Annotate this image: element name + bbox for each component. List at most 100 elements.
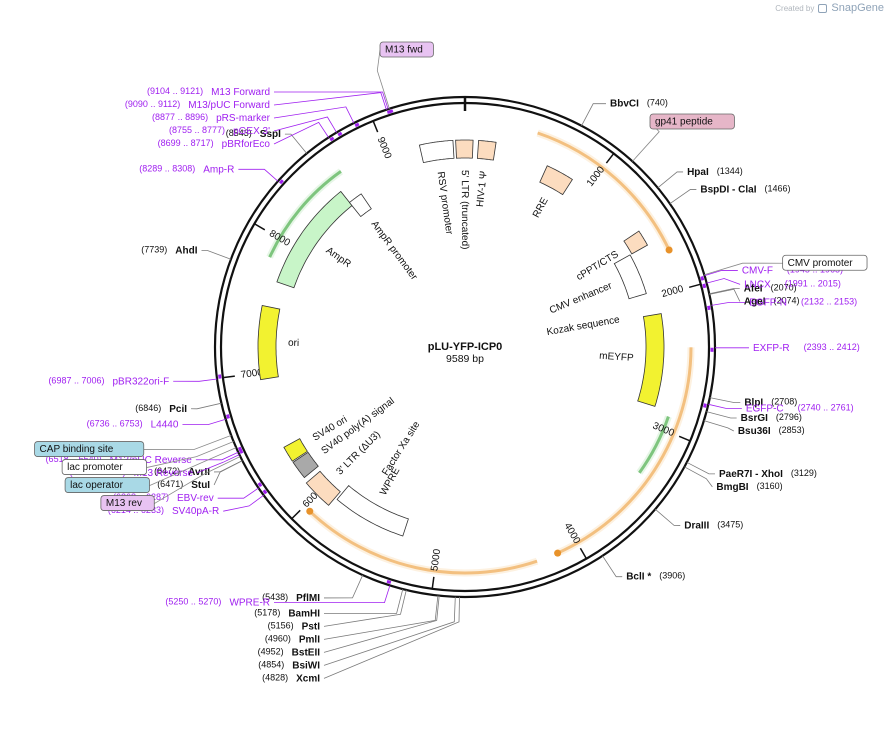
primer-range: (8289 .. 8308) bbox=[139, 164, 195, 174]
enzyme-position: (1466) bbox=[764, 184, 790, 194]
feature-wpre bbox=[336, 485, 409, 537]
box-cmv-promoter bbox=[782, 254, 868, 271]
primer-leader-line bbox=[273, 116, 337, 133]
ruler-tick bbox=[372, 120, 379, 133]
feature-label: mEYFP bbox=[599, 351, 634, 364]
primer-range: (5250 .. 5270) bbox=[165, 597, 221, 607]
box-label: M13 fwd bbox=[385, 45, 423, 56]
ruler-tick bbox=[605, 153, 615, 164]
primer-label-wpre-r: (5250 .. 5270)WPRE-R bbox=[165, 597, 270, 608]
enzyme-position: (2853) bbox=[779, 425, 805, 435]
primer-range: (6736 .. 6753) bbox=[87, 419, 143, 429]
enzyme-name: AfeI bbox=[744, 283, 763, 294]
feature-label: RRE bbox=[531, 196, 551, 220]
primer-name: EGFP-N bbox=[749, 297, 787, 308]
enzyme-leader-line bbox=[323, 595, 440, 653]
primer-range: (1991 .. 2015) bbox=[785, 279, 841, 289]
primer-mark bbox=[278, 179, 284, 185]
primer-name: M13 Reverse bbox=[134, 467, 194, 478]
primer-mark bbox=[354, 122, 360, 128]
primer-name: pBRforEco bbox=[222, 139, 271, 150]
primer-leader-line bbox=[273, 92, 387, 110]
primer-name: pRS-marker bbox=[216, 113, 271, 124]
primer-leader-line bbox=[273, 585, 391, 604]
primer-label-lncx: LNCX(1991 .. 2015) bbox=[744, 279, 841, 290]
enzyme-position: (4828) bbox=[262, 673, 288, 683]
feature-sv40-poly-a-signal bbox=[292, 451, 319, 479]
box-leader-line bbox=[704, 262, 783, 276]
primer-mark bbox=[237, 446, 243, 452]
primer-label-m13-puc-forward: (9090 .. 9112)M13/pUC Forward bbox=[125, 99, 270, 110]
enzyme-name: SspI bbox=[260, 129, 281, 140]
enzyme-leader-line bbox=[657, 171, 684, 189]
enzyme-leader-line bbox=[684, 466, 713, 488]
feature-rsv-promoter bbox=[418, 140, 455, 164]
primer-name: M13/pUC Reverse bbox=[110, 454, 193, 465]
enzyme-leader-line bbox=[709, 288, 741, 302]
enzyme-leader-line bbox=[191, 402, 222, 410]
feature-cppt-cts bbox=[623, 230, 649, 255]
snapgene-logo-icon bbox=[818, 3, 828, 13]
ruler-tick bbox=[579, 547, 588, 560]
primer-leader-line bbox=[273, 91, 389, 110]
ruler-tick-label: 5000 bbox=[429, 548, 443, 572]
feature-label: AmpR bbox=[324, 245, 353, 270]
brand-prefix: Created by bbox=[775, 3, 815, 13]
enzyme-label-blpi: BlpI(2708) bbox=[744, 397, 797, 408]
primer-mark bbox=[703, 403, 707, 408]
primer-mark bbox=[700, 276, 705, 281]
orange-feature-glow bbox=[307, 508, 539, 577]
enzyme-leader-line bbox=[654, 508, 681, 526]
box-label: M13 rev bbox=[106, 498, 142, 509]
enzyme-name: HpaI bbox=[687, 167, 709, 178]
enzyme-leader-line bbox=[706, 411, 737, 419]
primer-label-l4440: (6736 .. 6753)L4440 bbox=[87, 419, 179, 430]
enzymes-layer: BbvCI(740)HpaI(1344)BspDI - ClaI(1466)Af… bbox=[135, 98, 817, 684]
enzyme-leader-line bbox=[703, 420, 735, 432]
primer-name: SV40pA-R bbox=[172, 506, 219, 517]
enzyme-position: (7739) bbox=[141, 245, 167, 255]
enzyme-name: BspDI - ClaI bbox=[700, 184, 756, 195]
primer-name: pGEX 3' bbox=[233, 126, 270, 137]
primer-name: M13/pUC Forward bbox=[188, 100, 270, 111]
feature-label: RSV promoter bbox=[435, 171, 455, 236]
box-lac-promoter bbox=[61, 459, 147, 475]
primer-range: (2740 .. 2761) bbox=[798, 403, 854, 413]
enzyme-label-agei: AgeI(2074) bbox=[744, 296, 800, 307]
primer-name: M13 Forward bbox=[211, 87, 270, 98]
primer-mark bbox=[262, 489, 268, 495]
primer-leader-line bbox=[273, 106, 355, 124]
enzyme-name: PstI bbox=[302, 621, 321, 632]
enzyme-name: Bsu36I bbox=[738, 426, 771, 437]
box-label: CAP binding site bbox=[40, 444, 114, 455]
enzyme-name: PciI bbox=[169, 403, 187, 414]
ruler-tick bbox=[254, 223, 266, 231]
enzyme-position: (3129) bbox=[791, 468, 817, 478]
enzyme-position: (5178) bbox=[254, 608, 280, 618]
feature-label: 5' LTR (truncated) bbox=[459, 170, 470, 250]
enzyme-position: (740) bbox=[647, 98, 668, 108]
primer-range: (2393 .. 2412) bbox=[804, 342, 860, 352]
primer-label-egfp-n: EGFP-N(2132 .. 2153) bbox=[749, 297, 857, 308]
primer-leader-line bbox=[273, 121, 329, 145]
feature-label: AmpR promoter bbox=[369, 219, 420, 283]
primer-leader-line bbox=[217, 487, 259, 499]
enzyme-label-bsiwi: (4854)BsiWI bbox=[258, 660, 320, 671]
enzyme-name: BsrGI bbox=[741, 413, 768, 424]
orange-feature-glow bbox=[536, 129, 673, 252]
enzyme-label-bbvci: BbvCI(740) bbox=[610, 98, 668, 109]
enzyme-position: (5438) bbox=[262, 592, 288, 602]
enzyme-leader-line bbox=[323, 596, 456, 666]
primer-name: EBV-rev bbox=[177, 493, 214, 504]
enzyme-position: (6472) bbox=[154, 466, 180, 476]
primer-leader-line bbox=[223, 494, 264, 512]
primer-label-egfp-c: EGFP-C(2740 .. 2761) bbox=[746, 403, 854, 414]
primer-range: (8699 .. 8717) bbox=[158, 138, 214, 148]
enzyme-label-pflmi: (5438)PflMI bbox=[262, 592, 320, 603]
ruler-tick-label: 9000 bbox=[375, 136, 394, 161]
green-feature-glow bbox=[266, 168, 343, 259]
enzyme-position: (3906) bbox=[659, 571, 685, 581]
brand-name: SnapGene bbox=[831, 2, 884, 14]
enzyme-leader-line bbox=[323, 595, 439, 640]
box-leader-line bbox=[149, 447, 237, 486]
